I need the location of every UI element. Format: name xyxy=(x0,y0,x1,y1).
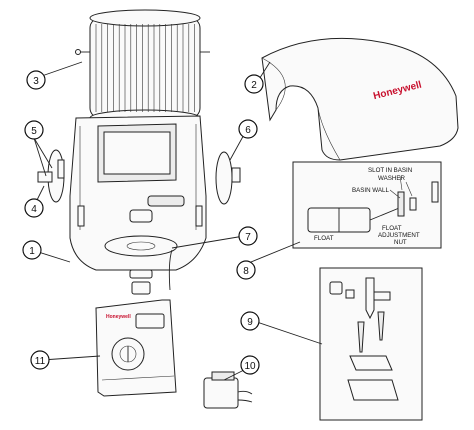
drain-fitting xyxy=(129,269,153,295)
left-bearing-assembly xyxy=(37,149,65,203)
humidifier-base xyxy=(69,115,207,291)
humidistat-brand-logo: Honeywell xyxy=(106,314,131,320)
washer-label: WASHER xyxy=(378,175,405,182)
valve-hardware-inset xyxy=(319,267,423,421)
svg-text:10: 10 xyxy=(244,361,256,372)
svg-text:2: 2 xyxy=(251,80,257,91)
transformer xyxy=(203,371,253,409)
svg-text:1: 1 xyxy=(29,246,35,257)
callout-9: 9 xyxy=(240,311,260,331)
callout-3: 3 xyxy=(26,70,46,90)
basin-wall-label: BASIN WALL xyxy=(352,187,389,194)
callout-4: 4 xyxy=(24,198,44,218)
svg-text:7: 7 xyxy=(245,232,251,243)
svg-text:9: 9 xyxy=(247,317,253,328)
svg-text:3: 3 xyxy=(33,76,39,87)
svg-text:8: 8 xyxy=(243,266,249,277)
callout-2: 2 xyxy=(244,74,264,94)
float-adjustment-label-1: FLOAT xyxy=(382,225,402,232)
humidistat: Honeywell xyxy=(95,299,177,397)
callout-11: 11 xyxy=(30,350,50,370)
float-adjustment-label-2: ADJUSTMENT xyxy=(378,232,420,239)
callout-1: 1 xyxy=(22,240,42,260)
svg-text:11: 11 xyxy=(35,356,46,367)
callout-8: 8 xyxy=(236,260,256,280)
callout-10: 10 xyxy=(240,355,260,375)
svg-text:4: 4 xyxy=(31,204,37,215)
callout-leaders xyxy=(31,61,323,381)
humidifier-cover: Honeywell xyxy=(261,37,459,161)
float-label: FLOAT xyxy=(314,235,334,242)
callout-5: 5 xyxy=(24,120,44,140)
svg-text:6: 6 xyxy=(245,125,251,136)
water-panel-drum xyxy=(75,9,210,127)
slot-in-basin-label: SLOT IN BASIN xyxy=(368,167,412,174)
float-adjustment-inset: SLOT IN BASIN WASHER BASIN WALL FLOAT FL… xyxy=(292,161,442,249)
callout-7: 7 xyxy=(238,226,258,246)
svg-text:5: 5 xyxy=(31,126,37,137)
callout-6: 6 xyxy=(238,119,258,139)
right-bearing-assembly xyxy=(215,151,241,205)
float-adjustment-label-3: NUT xyxy=(394,239,407,246)
